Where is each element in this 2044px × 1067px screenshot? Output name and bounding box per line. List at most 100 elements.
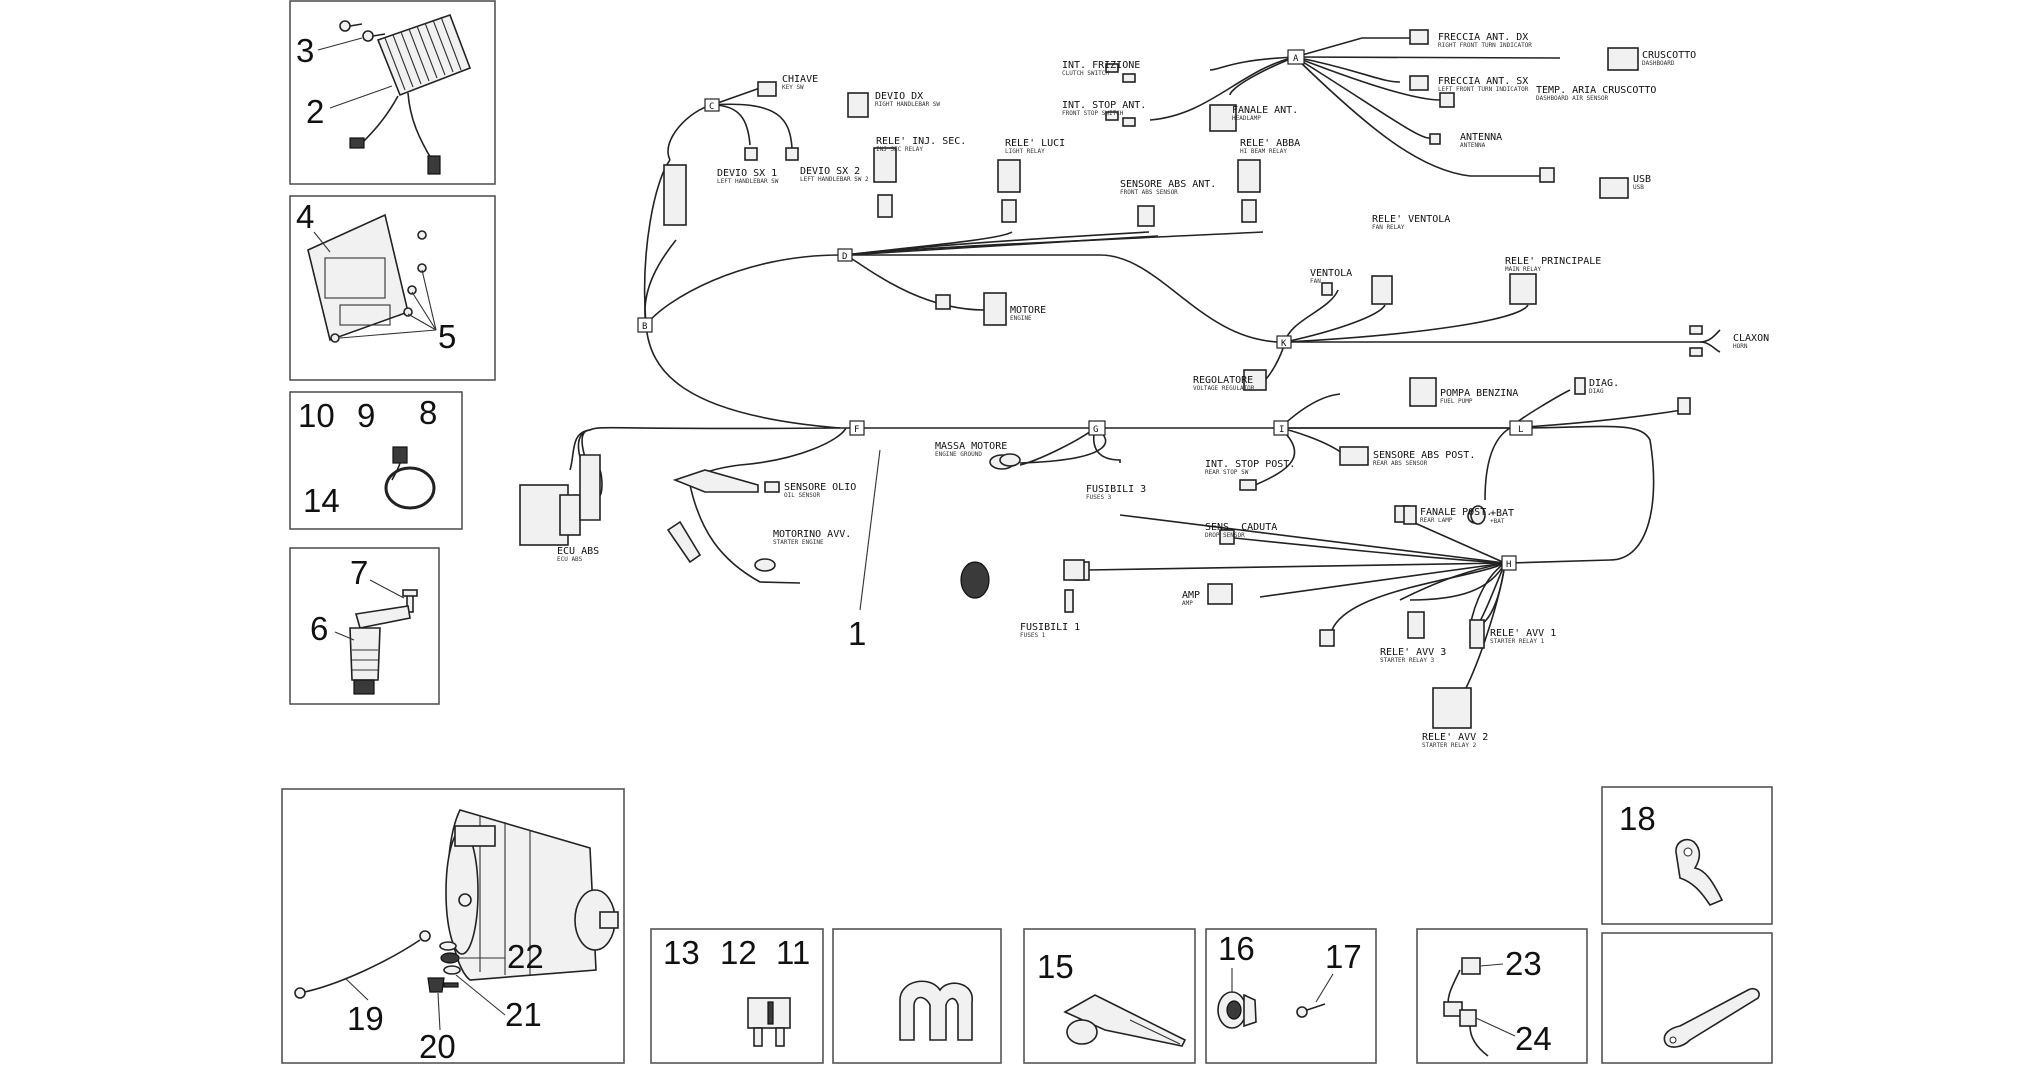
callout-22: 22	[507, 938, 544, 975]
box-ecu[interactable]: 4 5	[289, 195, 496, 381]
svg-text:REAR STOP SW: REAR STOP SW	[1205, 469, 1249, 476]
svg-text:FUEL PUMP: FUEL PUMP	[1440, 398, 1473, 405]
label-ecu-abs: ECU ABS	[557, 546, 599, 557]
strap-part	[1663, 987, 1760, 1048]
svg-text:FUSES 3: FUSES 3	[1086, 494, 1112, 501]
label-rele-principale: RELE' PRINCIPALE	[1505, 256, 1601, 267]
svg-text:FUSES 1: FUSES 1	[1020, 632, 1046, 639]
label-devio-sx2: DEVIO SX 2	[800, 166, 860, 177]
svg-text:STARTER ENGINE: STARTER ENGINE	[773, 539, 824, 546]
label-rele-abba: RELE' ABBA	[1240, 138, 1300, 149]
junction-L[interactable]: L	[1509, 420, 1533, 436]
svg-text:HI BEAM RELAY: HI BEAM RELAY	[1240, 148, 1287, 155]
callout-4: 4	[296, 198, 314, 235]
svg-text:MAIN RELAY: MAIN RELAY	[1505, 266, 1542, 273]
label-usb: USB	[1633, 174, 1651, 185]
junction-F[interactable]: F	[849, 420, 865, 436]
callout-7: 7	[350, 554, 368, 591]
box-fuse[interactable]: 13 12 11	[650, 928, 824, 1064]
callout-15: 15	[1037, 948, 1074, 985]
callout-12: 12	[720, 934, 757, 971]
callout-17: 17	[1325, 938, 1362, 975]
svg-text:USB: USB	[1633, 184, 1644, 191]
svg-text:INJ SEC RELAY: INJ SEC RELAY	[876, 146, 923, 153]
box-grommet[interactable]: 16 17	[1205, 928, 1377, 1064]
junction-G[interactable]: G	[1088, 420, 1106, 436]
label-fanale-post: FANALE POST.	[1420, 507, 1492, 518]
label-fusibili3: FUSIBILI 3	[1086, 484, 1146, 495]
junction-C[interactable]: C	[704, 98, 720, 112]
svg-text:L: L	[1518, 425, 1523, 435]
box-clamp[interactable]: 18	[1601, 786, 1773, 925]
svg-text:HORN: HORN	[1733, 343, 1748, 350]
label-devio-sx1: DEVIO SX 1	[717, 168, 777, 179]
svg-text:RIGHT HANDLEBAR SW: RIGHT HANDLEBAR SW	[875, 101, 940, 108]
svg-text:FRONT STOP SWITCH: FRONT STOP SWITCH	[1062, 110, 1124, 117]
regulator-part	[339, 13, 472, 175]
label-sensore-abs-ant: SENSORE ABS ANT.	[1120, 179, 1216, 190]
svg-text:FAN RELAY: FAN RELAY	[1372, 224, 1405, 231]
box-bracket[interactable]: 15	[1023, 928, 1196, 1064]
svg-text:STARTER RELAY 1: STARTER RELAY 1	[1490, 638, 1545, 645]
svg-text:HEADLAMP: HEADLAMP	[1232, 115, 1261, 122]
label-fusibili1: FUSIBILI 1	[1020, 622, 1080, 633]
label-freccia-sx: FRECCIA ANT. SX	[1438, 76, 1528, 87]
sensor-part	[349, 589, 418, 695]
svg-text:DIAG: DIAG	[1589, 388, 1604, 395]
label-sensore-abs-post: SENSORE ABS POST.	[1373, 450, 1475, 461]
starter-motor-part	[445, 809, 619, 981]
svg-text:A: A	[1293, 54, 1299, 64]
svg-text:KEY SW: KEY SW	[782, 84, 804, 91]
callout-6: 6	[310, 610, 328, 647]
label-cruscotto: CRUSCOTTO	[1642, 50, 1696, 61]
svg-text:FAN: FAN	[1310, 278, 1321, 285]
box-connector[interactable]: 23 24	[1416, 928, 1588, 1064]
callout-8: 8	[419, 394, 437, 431]
svg-text:LEFT HANDLEBAR SW 2: LEFT HANDLEBAR SW 2	[800, 176, 869, 183]
cable-tie-part	[384, 446, 436, 510]
label-regolatore: REGOLATORE	[1193, 375, 1253, 386]
svg-text:AMP: AMP	[1182, 600, 1193, 607]
label-rele-inj: RELE' INJ. SEC.	[876, 136, 966, 147]
callout-11: 11	[776, 934, 810, 971]
junction-I[interactable]: I	[1273, 420, 1289, 436]
svg-text:LEFT HANDLEBAR SW: LEFT HANDLEBAR SW	[717, 178, 779, 185]
box-regulator[interactable]: 3 2	[289, 0, 496, 185]
label-int-frizione: INT. FRIZIONE	[1062, 60, 1140, 71]
svg-text:FRONT ABS SENSOR: FRONT ABS SENSOR	[1120, 189, 1178, 196]
svg-text:DASHBOARD: DASHBOARD	[1642, 60, 1675, 67]
box-starter[interactable]: 22 21 19 20	[281, 788, 625, 1065]
label-rele-luci: RELE' LUCI	[1005, 138, 1065, 149]
junction-H[interactable]: H	[1501, 555, 1517, 571]
box-sensor[interactable]: 7 6	[289, 547, 440, 705]
label-bat: +BAT	[1490, 508, 1514, 519]
svg-text:DROP SENSOR: DROP SENSOR	[1205, 532, 1245, 539]
svg-text:STARTER RELAY 3: STARTER RELAY 3	[1380, 657, 1435, 664]
label-sensore-olio: SENSORE OLIO	[784, 482, 856, 493]
junction-A[interactable]: A	[1287, 49, 1305, 65]
main-harness[interactable]	[569, 37, 1721, 691]
svg-text:RIGHT FRONT TURN INDICATOR: RIGHT FRONT TURN INDICATOR	[1438, 42, 1532, 49]
bracket-part	[1063, 994, 1187, 1047]
svg-text:OIL SENSOR: OIL SENSOR	[784, 492, 821, 499]
label-rele-avv1: RELE' AVV 1	[1490, 628, 1556, 639]
box-tie[interactable]: 10 9 8 14	[289, 391, 463, 530]
box-strap[interactable]	[1601, 932, 1773, 1064]
label-antenna: ANTENNA	[1460, 132, 1502, 143]
svg-text:B: B	[642, 322, 647, 332]
callout-16: 16	[1218, 930, 1255, 967]
junction-K[interactable]: K	[1276, 335, 1292, 349]
junction-D[interactable]: D	[837, 248, 853, 262]
label-chiave: CHIAVE	[782, 74, 818, 85]
clamp-part	[1675, 838, 1724, 906]
callout-14: 14	[303, 482, 340, 519]
label-fanale-ant: FANALE ANT.	[1232, 105, 1298, 116]
box-clip[interactable]	[832, 928, 1002, 1064]
label-rele-ventola: RELE' VENTOLA	[1372, 214, 1450, 225]
callout-1: 1	[848, 615, 866, 652]
svg-text:C: C	[709, 102, 714, 112]
junction-B[interactable]: B	[637, 317, 653, 333]
svg-text:ENGINE: ENGINE	[1010, 315, 1032, 322]
callout-9: 9	[357, 397, 375, 434]
